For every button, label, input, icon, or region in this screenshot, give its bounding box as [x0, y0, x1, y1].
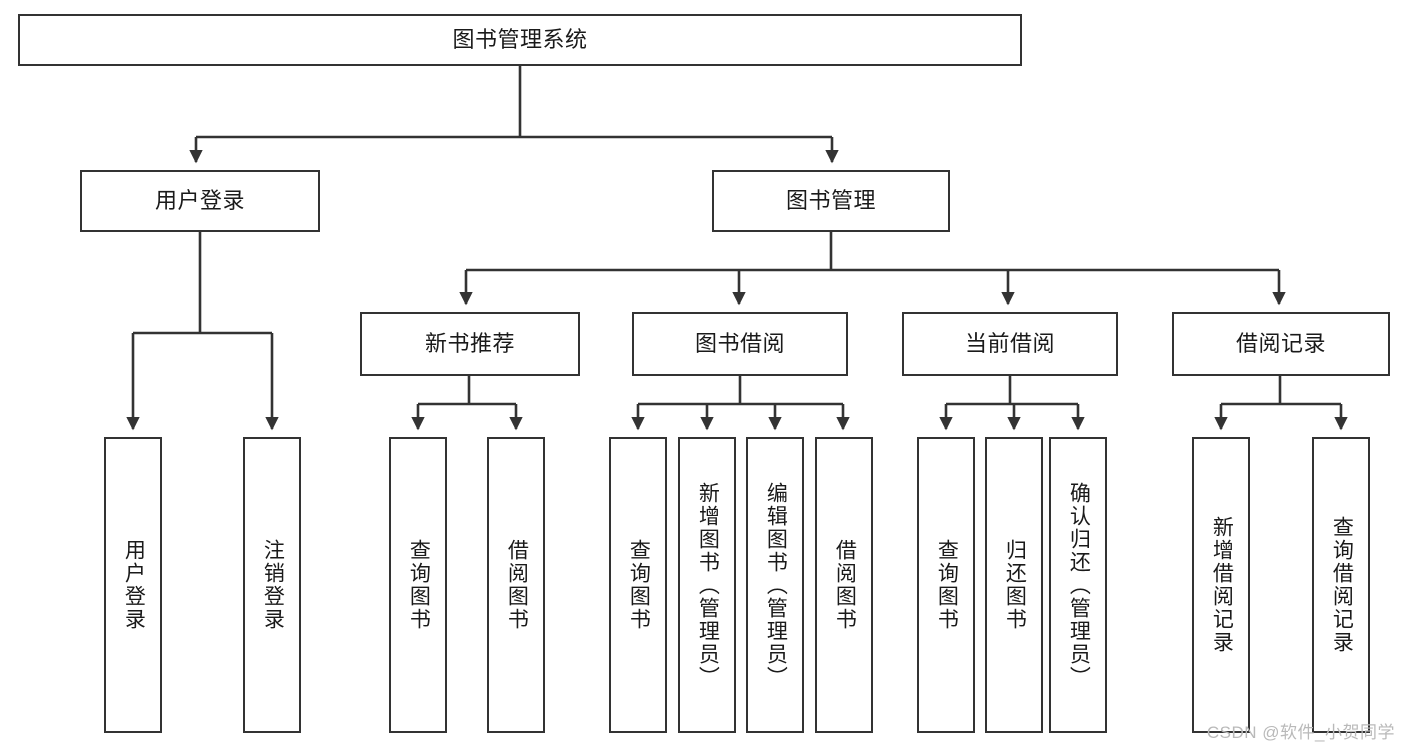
node-book-management-label: 图书管理 [785, 188, 876, 214]
leaf-borrow-borrow-book[interactable]: 借阅图书 [815, 437, 873, 733]
leaf-current-return-book[interactable]: 归还图书 [985, 437, 1043, 733]
leaf-label: 编辑图书（管理员） [764, 481, 788, 689]
node-current-borrow[interactable]: 当前借阅 [902, 312, 1118, 376]
leaf-label: 新增图书（管理员） [696, 481, 720, 689]
node-borrow-record[interactable]: 借阅记录 [1172, 312, 1390, 376]
leaf-record-add-record[interactable]: 新增借阅记录 [1192, 437, 1250, 733]
leaf-current-query-book[interactable]: 查询图书 [917, 437, 975, 733]
node-new-book-recommend-label: 新书推荐 [424, 331, 515, 357]
leaf-label: 查询图书 [407, 539, 431, 631]
node-root-label: 图书管理系统 [452, 27, 588, 53]
leaf-label: 查询借阅记录 [1330, 516, 1354, 654]
node-user-login[interactable]: 用户登录 [80, 170, 320, 232]
leaf-label: 借阅图书 [833, 539, 857, 631]
leaf-current-confirm-return[interactable]: 确认归还（管理员） [1049, 437, 1107, 733]
leaf-borrow-query-book[interactable]: 查询图书 [609, 437, 667, 733]
leaf-label: 注销登录 [261, 539, 285, 631]
leaf-user-login-logout[interactable]: 注销登录 [243, 437, 301, 733]
node-root[interactable]: 图书管理系统 [18, 14, 1022, 66]
watermark: CSDN @软件_小贺同学 [1206, 723, 1395, 742]
leaf-label: 借阅图书 [505, 539, 529, 631]
leaf-label: 查询图书 [627, 539, 651, 631]
leaf-borrow-add-book[interactable]: 新增图书（管理员） [678, 437, 736, 733]
node-book-borrow-label: 图书借阅 [694, 331, 785, 357]
leaf-label: 确认归还（管理员） [1067, 481, 1091, 689]
leaf-borrow-edit-book[interactable]: 编辑图书（管理员） [746, 437, 804, 733]
leaf-user-login-login[interactable]: 用户登录 [104, 437, 162, 733]
node-user-login-label: 用户登录 [154, 188, 245, 214]
node-new-book-recommend[interactable]: 新书推荐 [360, 312, 580, 376]
leaf-record-query-record[interactable]: 查询借阅记录 [1312, 437, 1370, 733]
leaf-label: 查询图书 [935, 539, 959, 631]
leaf-label: 用户登录 [122, 539, 146, 631]
node-borrow-record-label: 借阅记录 [1235, 331, 1326, 357]
node-current-borrow-label: 当前借阅 [964, 331, 1055, 357]
leaf-new-book-borrow-book[interactable]: 借阅图书 [487, 437, 545, 733]
leaf-label: 新增借阅记录 [1210, 516, 1234, 654]
leaf-label: 归还图书 [1003, 539, 1027, 631]
leaf-new-book-query-book[interactable]: 查询图书 [389, 437, 447, 733]
node-book-borrow[interactable]: 图书借阅 [632, 312, 848, 376]
node-book-management[interactable]: 图书管理 [712, 170, 950, 232]
